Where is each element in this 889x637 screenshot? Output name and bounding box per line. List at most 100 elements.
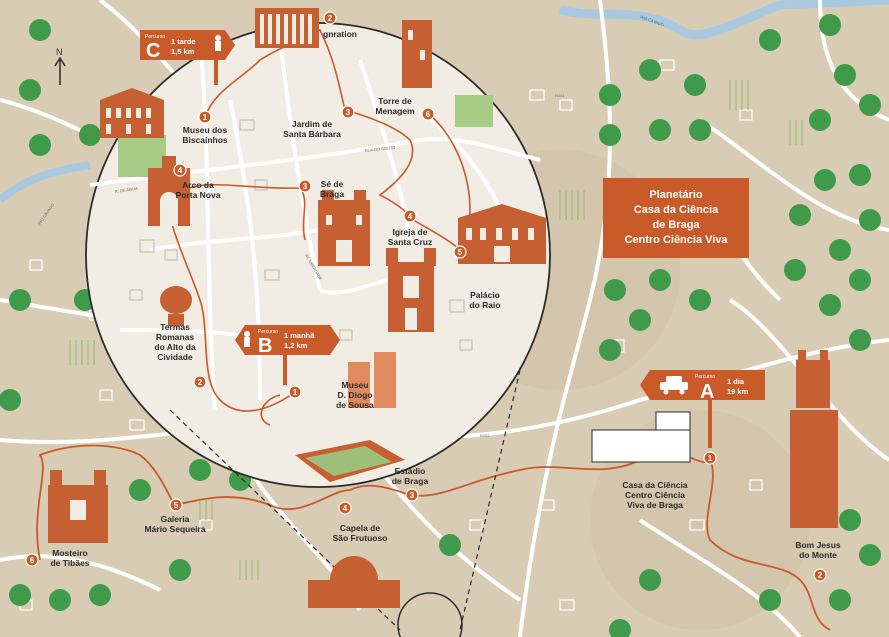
stop-number: 2	[198, 378, 203, 387]
planetarium-line1: Planetário	[649, 189, 702, 201]
route-line2: 1,2 km	[284, 341, 308, 350]
tree-icon	[129, 479, 151, 501]
stop-label: gnration	[323, 29, 357, 39]
stop-number: 6	[30, 556, 35, 565]
garden-patch	[455, 95, 493, 127]
stop-label: Viva de Braga	[627, 500, 683, 510]
stop-label: Museu	[342, 380, 369, 390]
tree-icon	[859, 94, 881, 116]
stop-label: do Alto da	[154, 342, 196, 352]
stop-label: Porta Nova	[176, 190, 221, 200]
tree-icon	[859, 544, 881, 566]
tree-icon	[814, 169, 836, 191]
stop-label: do Raio	[469, 300, 500, 310]
tree-icon	[859, 209, 881, 231]
stop-label: Estádio	[395, 466, 426, 476]
stop-label: Sé de	[321, 179, 344, 189]
stop-label: Casa da Ciência	[622, 480, 687, 490]
zoom-source-circle	[397, 592, 463, 637]
tree-icon	[439, 534, 461, 556]
route-line1: 1 dia	[727, 377, 745, 386]
building-icon	[458, 204, 546, 264]
building-icon	[402, 20, 432, 88]
tree-icon	[849, 329, 871, 351]
tree-icon	[639, 59, 661, 81]
tree-icon	[29, 19, 51, 41]
tree-icon	[649, 269, 671, 291]
walking-person-icon	[244, 331, 250, 347]
stop-label: Santa Cruz	[388, 237, 432, 247]
building-icon	[148, 156, 190, 226]
stop-label: de Tibães	[50, 558, 89, 568]
stop-number: 3	[303, 182, 308, 191]
route-c-sign[interactable]: Percurso C 1 tarde 1,5 km	[140, 30, 235, 85]
stop-label: Menagem	[375, 106, 415, 116]
stop-number: 4	[343, 504, 348, 513]
tree-icon	[639, 569, 661, 591]
stop-label: Galeria	[161, 514, 190, 524]
tree-icon	[829, 239, 851, 261]
tree-icon	[604, 279, 626, 301]
car-icon	[660, 376, 688, 395]
stop-label: D. Diogo	[338, 390, 373, 400]
tree-icon	[0, 389, 21, 411]
tree-icon	[599, 124, 621, 146]
route-a-sign[interactable]: Percurso A 1 dia 19 km	[640, 370, 765, 448]
stop-label: de Sousa	[336, 400, 374, 410]
tree-icon	[759, 589, 781, 611]
stop-number: 4	[178, 166, 183, 175]
stop-label: Santa Bárbara	[283, 129, 341, 139]
road-label: R. DE ÁGUA	[114, 186, 138, 194]
stop-label: Arco da	[182, 180, 214, 190]
river-west	[0, 161, 91, 204]
planetarium-label-box	[603, 178, 749, 258]
stop-number: 3	[410, 491, 415, 500]
building-icon	[160, 286, 192, 326]
building-icon	[386, 248, 436, 332]
tree-icon	[169, 559, 191, 581]
tree-icon	[809, 109, 831, 131]
building-icon	[318, 190, 370, 266]
stop-number: 3	[346, 108, 351, 117]
tree-icon	[684, 74, 706, 96]
tree-icon	[839, 509, 861, 531]
stop-label: Bom Jesus	[795, 540, 841, 550]
planetarium-line2: Casa da Ciência	[634, 204, 719, 216]
route-tag: Percurso	[258, 329, 278, 335]
building-icon	[48, 470, 108, 543]
tree-icon	[9, 289, 31, 311]
stop-label: Torre de	[378, 96, 412, 106]
stop-number: 5	[458, 248, 463, 257]
stop-number: 2	[818, 571, 823, 580]
building-icon	[790, 350, 838, 528]
route-b-sign[interactable]: Percurso B 1 manhã 1,2 km	[235, 325, 340, 385]
stop-label: Mário Sequeira	[145, 524, 206, 534]
tree-icon	[629, 309, 651, 331]
tree-icon	[829, 589, 851, 611]
stop-label: Biscainhos	[182, 135, 228, 145]
stop-label: Centro Ciência	[625, 490, 685, 500]
compass-north-arrow: N	[54, 47, 66, 85]
stop-number: 1	[203, 113, 208, 122]
building-icon	[295, 440, 405, 482]
stop-number: 1	[708, 454, 713, 463]
